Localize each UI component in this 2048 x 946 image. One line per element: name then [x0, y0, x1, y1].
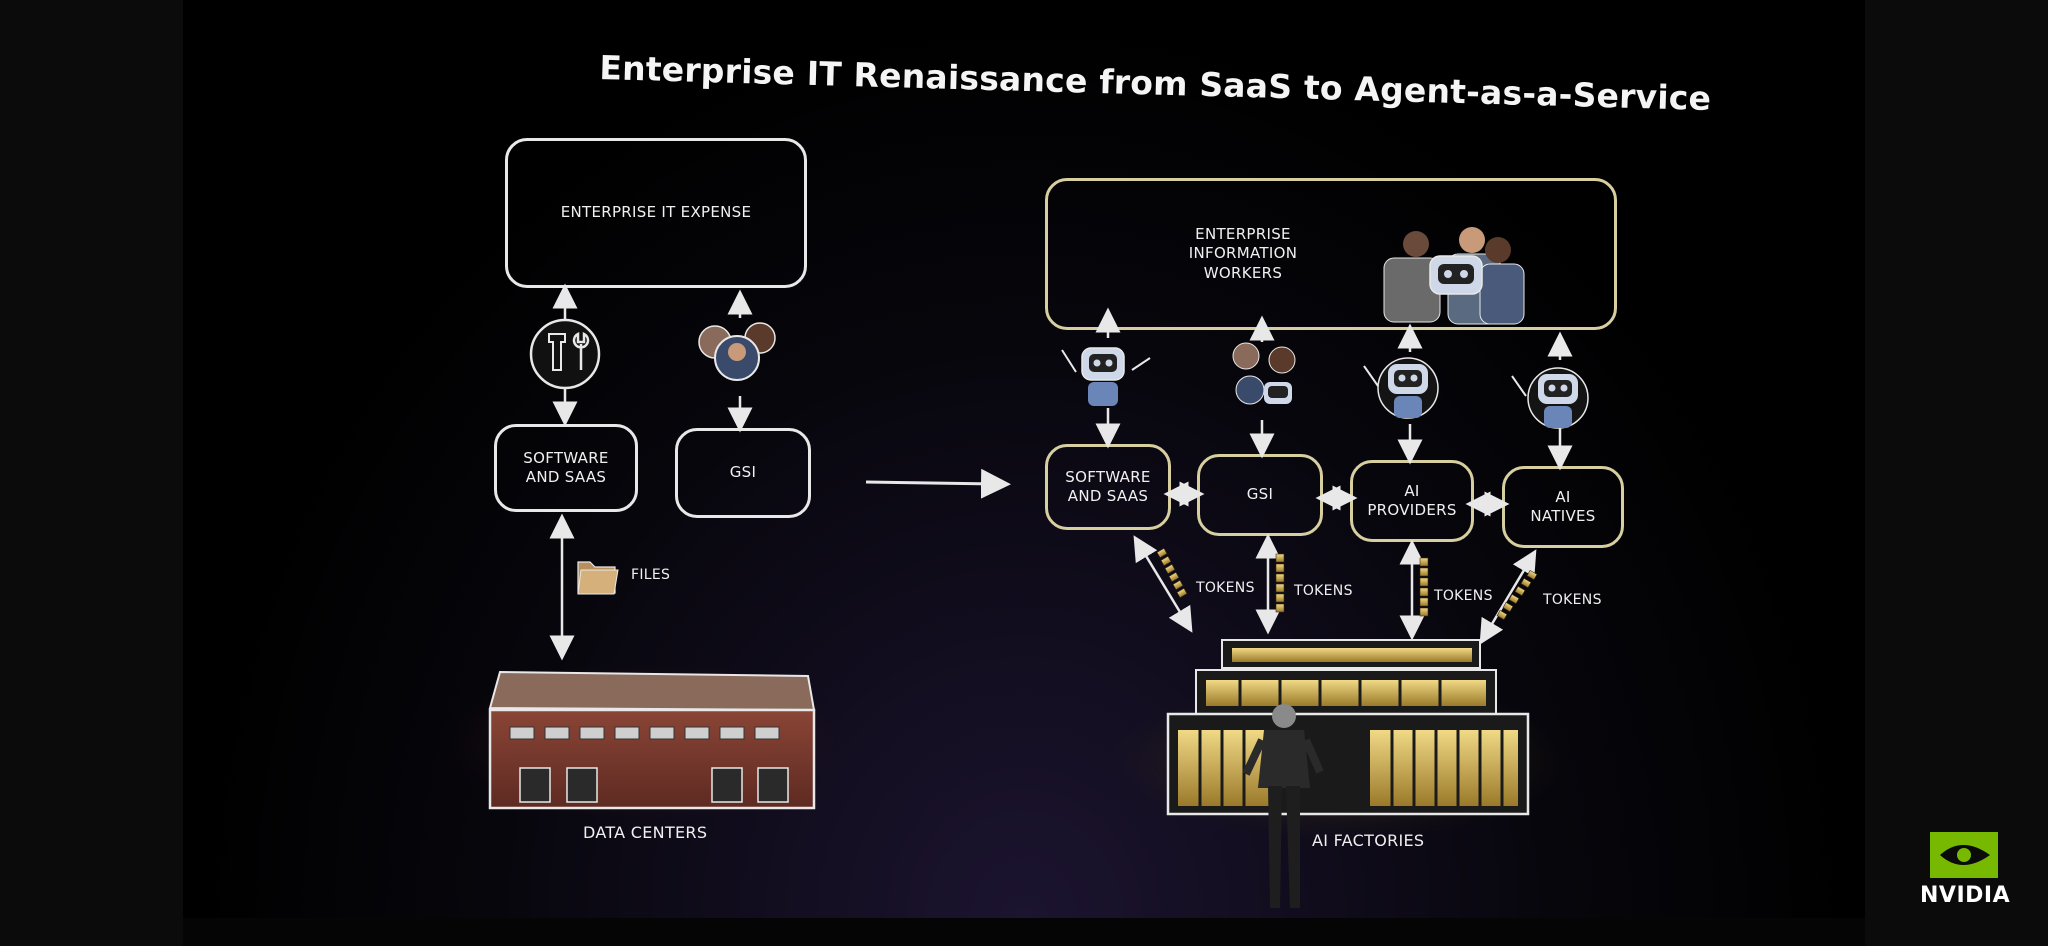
gsi-label-left: GSI	[729, 463, 757, 482]
robot-icon-ai-natives	[1511, 367, 1589, 429]
folder-icon	[577, 561, 619, 595]
gsi-label-right: GSI	[1246, 485, 1274, 504]
people-icon-right	[1232, 342, 1296, 405]
software-saas-label-right: SOFTWARE AND SAAS	[1065, 467, 1151, 506]
token-stacks	[1156, 547, 1538, 621]
robot-icon-ai-providers	[1363, 357, 1439, 419]
transition-arrow	[865, 468, 1011, 499]
tokens-label-1: TOKENS	[1196, 580, 1255, 596]
enterprise-information-workers-box: ENTERPRISE INFORMATION WORKERS	[1045, 178, 1617, 330]
enterprise-information-workers-label: ENTERPRISE INFORMATION WORKERS	[1188, 224, 1298, 282]
right-arrows	[1095, 307, 1573, 645]
tokens-label-2: TOKENS	[1294, 583, 1353, 599]
ai-natives-label: AI NATIVES	[1530, 487, 1596, 526]
files-label: FILES	[631, 567, 671, 583]
robot-icon-software	[1061, 347, 1151, 406]
left-arrows	[549, 283, 753, 661]
software-saas-label-left: SOFTWARE AND SAAS	[523, 448, 609, 487]
presenter-silhouette	[1242, 704, 1324, 908]
nvidia-logo-text: NVIDIA	[1920, 883, 2011, 908]
stage-left-edge	[0, 0, 183, 946]
nvidia-logo-icon	[1930, 832, 1998, 878]
data-center-building	[445, 662, 845, 822]
enterprise-it-expense-box: ENTERPRISE IT EXPENSE	[505, 138, 807, 288]
tools-icon	[529, 318, 601, 390]
people-icon-left	[698, 322, 776, 381]
data-centers-label: DATA CENTERS	[583, 823, 708, 842]
ai-factory-building	[1110, 639, 1570, 840]
stage-right-edge	[1865, 0, 2048, 946]
tokens-label-3: TOKENS	[1434, 588, 1493, 604]
workers-group-icon	[1383, 227, 1525, 325]
tokens-label-4: TOKENS	[1543, 592, 1602, 608]
ai-providers-label: AI PROVIDERS	[1367, 481, 1457, 520]
enterprise-it-expense-label: ENTERPRISE IT EXPENSE	[560, 203, 752, 222]
